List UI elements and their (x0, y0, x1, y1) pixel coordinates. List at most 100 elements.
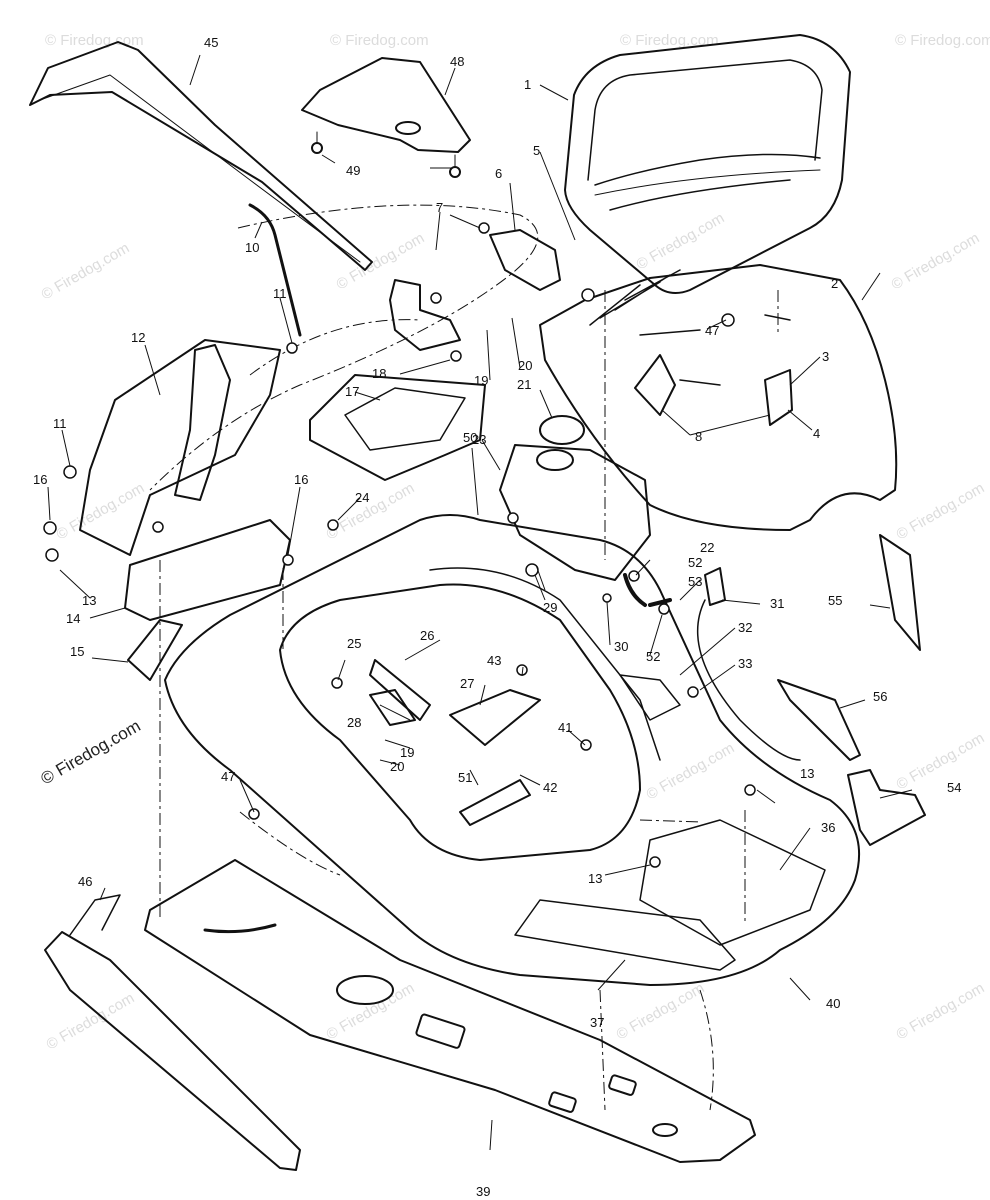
bolt-head (649, 856, 661, 868)
fuel-line (697, 599, 801, 761)
callout-33: 33 (738, 656, 752, 671)
leader-lines (47, 54, 913, 1151)
frame-hole-large (336, 975, 394, 1005)
hinge-bracket (389, 279, 461, 351)
callout-40: 40 (826, 996, 840, 1011)
watermark: © Firedog.com (45, 32, 144, 49)
bolt-head (581, 288, 595, 302)
callout-49: 49 (346, 163, 360, 178)
watermark-main: © Firedog.com (38, 716, 144, 788)
trim-strip-bottom (44, 931, 301, 1171)
bracket-28 (369, 689, 416, 726)
hose-30 (623, 573, 647, 607)
callout-11: 11 (273, 286, 287, 301)
callout-48: 48 (450, 54, 464, 69)
bolt-head (687, 686, 699, 698)
bolt-head (580, 739, 592, 751)
callout-55: 55 (828, 593, 842, 608)
callout-29: 29 (543, 600, 557, 615)
panel-54 (847, 769, 926, 846)
callout-20: 20 (390, 759, 404, 774)
panel-55 (879, 534, 921, 651)
bolt-head (721, 313, 735, 327)
callout-7: 7 (436, 200, 443, 215)
bolt-head (744, 784, 756, 796)
fasteners (43, 222, 756, 868)
fuel-valve-31 (704, 567, 726, 606)
line-art (29, 34, 926, 1171)
bolt-head (248, 808, 260, 820)
watermark: © Firedog.com (889, 229, 983, 293)
plate-hole (395, 121, 421, 135)
callout-17: 17 (345, 384, 359, 399)
callout-45: 45 (204, 35, 218, 50)
plate-27 (449, 689, 541, 746)
callout-52: 52 (688, 555, 702, 570)
bolt-head (478, 222, 490, 234)
callout-18: 18 (372, 366, 386, 381)
callout-22: 22 (700, 540, 714, 555)
callout-23: 23 (472, 432, 486, 447)
rod-10 (248, 203, 302, 337)
callout-15: 15 (70, 644, 84, 659)
callout-30: 30 (614, 639, 628, 654)
callout-13: 13 (588, 871, 602, 886)
callout-25: 25 (347, 636, 361, 651)
callout-47: 47 (221, 769, 235, 784)
callout-43: 43 (487, 653, 501, 668)
rear-panel (639, 819, 826, 946)
callout-51: 51 (458, 770, 472, 785)
bracket-8b (764, 369, 793, 426)
callout-26: 26 (420, 628, 434, 643)
nut (43, 521, 57, 535)
frame-slot-2 (548, 1091, 577, 1113)
steering-shaft (174, 344, 231, 501)
callout-47: 47 (705, 323, 719, 338)
tank-neck (536, 449, 574, 471)
watermark: © Firedog.com (894, 479, 988, 543)
watermark: © Firedog.com (620, 32, 719, 49)
bolt-head (282, 554, 294, 566)
callout-10: 10 (245, 240, 259, 255)
seat-cushion (594, 153, 821, 211)
callout-13: 13 (800, 766, 814, 781)
callout-20: 20 (518, 358, 532, 373)
panel-56 (777, 679, 861, 761)
plate-32 (619, 674, 681, 721)
callout-13: 13 (82, 593, 96, 608)
callout-36: 36 (821, 820, 835, 835)
plate-51 (459, 779, 531, 826)
side-bracket (79, 339, 281, 556)
bolt-head (327, 519, 339, 531)
watermark: © Firedog.com (330, 32, 429, 49)
callout-19: 19 (400, 745, 414, 760)
seat (564, 34, 851, 295)
callout-2: 2 (831, 276, 838, 291)
nut (450, 350, 462, 362)
callout-16: 16 (294, 472, 308, 487)
bracket-26 (369, 659, 431, 721)
frame-slot (415, 1013, 466, 1049)
callout-53: 53 (688, 574, 702, 589)
bolt-head (152, 521, 164, 533)
callout-46: 46 (78, 874, 92, 889)
watermark: © Firedog.com (894, 729, 988, 793)
main-body (164, 514, 861, 986)
frame-slot-3 (608, 1074, 637, 1096)
clamp (628, 570, 640, 582)
seat-back (587, 59, 823, 181)
watermark: © Firedog.com (634, 209, 728, 273)
lower-frame (144, 859, 756, 1163)
bracket-8a (634, 354, 676, 416)
bolt-head (507, 512, 519, 524)
callout-31: 31 (770, 596, 784, 611)
seat-well (279, 583, 641, 861)
bolt-head (331, 677, 343, 689)
alignment-lines (149, 204, 779, 1111)
watermark: © Firedog.com (54, 479, 148, 543)
clamp (658, 603, 670, 615)
callout-24: 24 (355, 490, 369, 505)
fuel-tank (499, 444, 651, 581)
callout-21: 21 (517, 377, 531, 392)
